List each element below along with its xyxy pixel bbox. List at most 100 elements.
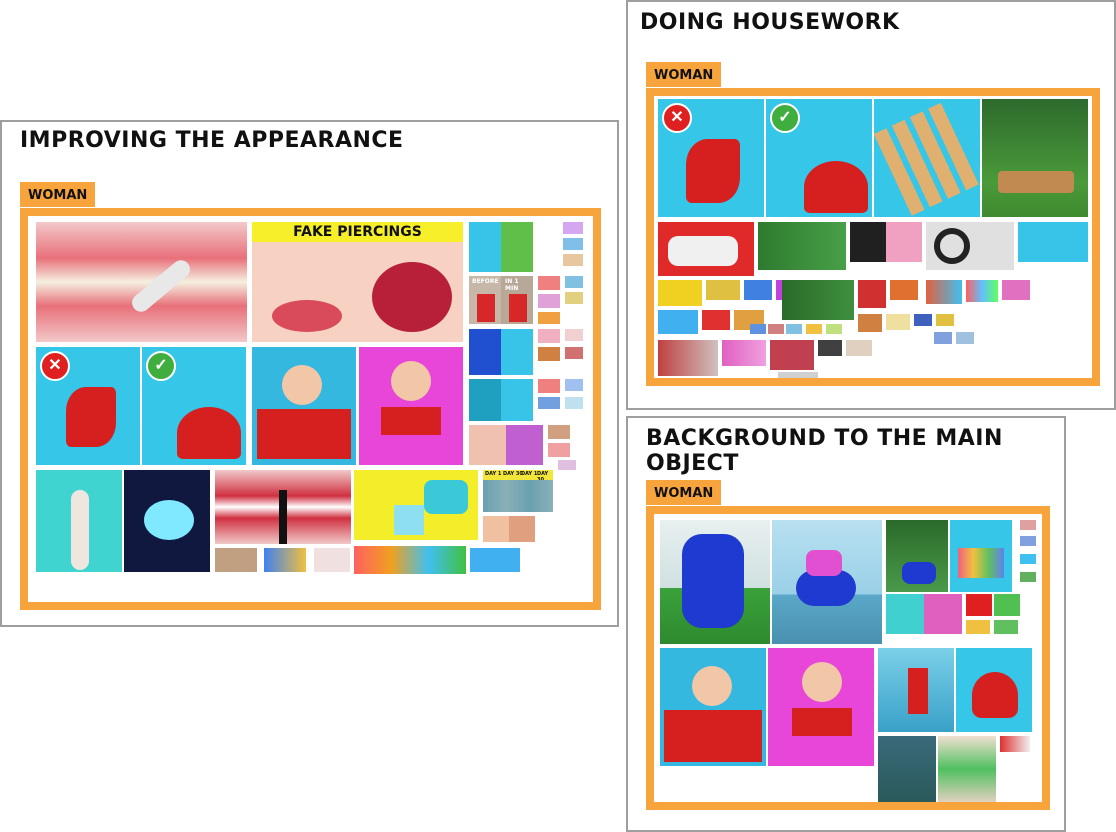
thumbnail-colorful-raft[interactable] [950,520,1012,592]
thumbnail-tiny[interactable] [658,280,702,306]
thumbnail-swing[interactable] [982,99,1088,217]
thumbnail-tiny[interactable] [768,324,784,334]
thumbnail-tiny[interactable] [1020,572,1036,582]
thumbnail-tiny[interactable] [538,329,560,343]
thumbnail-meat[interactable] [658,340,718,376]
thumbnail-tiny[interactable] [926,280,962,304]
thumbnail-tiny[interactable] [558,460,576,470]
thumbnail-red-heel-after[interactable]: ✓ [766,99,872,217]
thumbnail-watermelon[interactable] [758,222,846,270]
thumbnail-pallet[interactable] [874,99,980,217]
thumbnail-tiny[interactable] [744,280,772,300]
thumbnail-fake-piercings[interactable]: FAKE PIERCINGS [252,222,463,342]
thumbnail-blue-barrel[interactable] [660,520,770,644]
thumbnail-tire[interactable] [926,222,1014,270]
thumbnail-green-shirt[interactable] [938,736,996,802]
thumbnail-tiny[interactable] [565,329,583,341]
thumbnail-red-top[interactable] [768,648,874,766]
thumbnail-red-heel-before[interactable]: ✕ [658,99,764,217]
thumbnail-tiny[interactable] [658,310,698,334]
thumbnail-tiny[interactable] [890,280,918,300]
thumbnail-small[interactable] [354,546,466,574]
thumbnail-melon-slice[interactable] [1018,222,1088,262]
thumbnail-small[interactable] [469,425,543,465]
thumbnail-tiny[interactable] [565,379,583,391]
thumbnail-mouthwash[interactable] [354,470,478,540]
thumbnail-iron-paper[interactable] [658,222,754,276]
thumbnail-tiny[interactable] [538,379,560,393]
thumbnail-tiny[interactable] [1020,536,1036,546]
thumbnail-tiny[interactable] [1002,280,1030,300]
thumbnail-tiny[interactable] [966,280,998,302]
thumbnail-tiny[interactable] [538,294,560,308]
thumbnail-tiny[interactable] [538,347,560,361]
thumbnail-before-after[interactable]: BEFORE IN 1 MIN [469,276,533,324]
thumbnail-small[interactable] [469,222,533,272]
thumbnail-teeth-whitening[interactable] [36,222,247,342]
category-tag[interactable]: WOMAN [646,480,722,505]
thumbnail-tiny[interactable] [994,620,1018,634]
thumbnail-tiny[interactable] [966,594,992,616]
thumbnail-teeth-marker[interactable] [215,470,351,544]
thumbnail-red-heel-before[interactable]: ✕ [36,347,140,465]
thumbnail-tiny[interactable] [936,314,954,326]
thumbnail-red-shorts[interactable] [660,648,766,766]
thumbnail-tiny[interactable] [565,276,583,288]
thumbnail-tiny[interactable] [886,314,910,330]
thumbnail-tiny[interactable] [914,314,932,326]
thumbnail-tiny[interactable] [314,548,350,572]
thumbnail-tiny[interactable] [538,276,560,290]
thumbnail-day-progress[interactable]: DAY 1 DAY 30 DAY 1 DAY 30 [483,470,553,512]
thumbnail-shirt-dollar[interactable] [886,594,962,634]
thumbnail-red-heel-after[interactable]: ✓ [142,347,246,465]
thumbnail-tiny[interactable] [563,238,583,250]
thumbnail-tiny[interactable] [215,548,257,572]
thumbnail-tiny[interactable] [563,222,583,234]
thumbnail-tiny[interactable] [722,340,766,366]
thumbnail-tiny[interactable] [966,620,990,634]
thumbnail-tiny[interactable] [818,340,842,356]
thumbnail-small[interactable] [483,516,535,542]
thumbnail-swimsuit[interactable] [878,648,954,732]
thumbnail-tiny[interactable] [750,324,766,334]
category-tag[interactable]: WOMAN [646,62,722,87]
thumbnail-barrel-park[interactable] [886,520,948,592]
thumbnail-tiny[interactable] [956,332,974,344]
thumbnail-tiny[interactable] [858,314,882,332]
thumbnail-red-top[interactable] [359,347,463,465]
thumbnail-tiny[interactable] [806,324,822,334]
thumbnail-tiny[interactable] [994,594,1020,616]
thumbnail-tiny[interactable] [786,324,802,334]
thumbnail-small[interactable] [469,379,533,421]
thumbnail-watermelon-table[interactable] [782,280,854,320]
thumbnail-small[interactable] [469,329,533,375]
thumbnail-tiny[interactable] [470,548,520,572]
thumbnail-tiny[interactable] [934,332,952,344]
thumbnail-crocodile[interactable] [878,736,936,802]
thumbnail-tiny[interactable] [702,310,730,330]
thumbnail-red-swimsuit[interactable] [956,648,1032,732]
thumbnail-tiny[interactable] [1020,554,1036,564]
thumbnail-tiny[interactable] [538,312,560,324]
thumbnail-tiny[interactable] [1020,520,1036,530]
thumbnail-glow-nail[interactable] [124,470,210,572]
category-tag[interactable]: WOMAN [20,182,96,207]
thumbnail-vinyl[interactable] [850,222,922,262]
thumbnail-tiny[interactable] [548,443,570,457]
thumbnail-tiny[interactable] [565,397,583,409]
thumbnail-tiny[interactable] [563,254,583,266]
thumbnail-tiny[interactable] [770,340,814,370]
thumbnail-nail-brush[interactable] [36,470,122,572]
thumbnail-tiny[interactable] [565,292,583,304]
thumbnail-tiny[interactable] [538,397,560,409]
thumbnail-tiny[interactable] [1000,736,1030,752]
thumbnail-tiny[interactable] [846,340,872,356]
thumbnail-tiny[interactable] [858,280,886,308]
thumbnail-tiny[interactable] [706,280,740,300]
thumbnail-tiny[interactable] [565,347,583,359]
thumbnail-red-shorts[interactable] [252,347,356,465]
thumbnail-raft[interactable] [772,520,882,644]
thumbnail-tiny[interactable] [548,425,570,439]
thumbnail-tiny[interactable] [264,548,306,572]
thumbnail-tiny[interactable] [826,324,842,334]
